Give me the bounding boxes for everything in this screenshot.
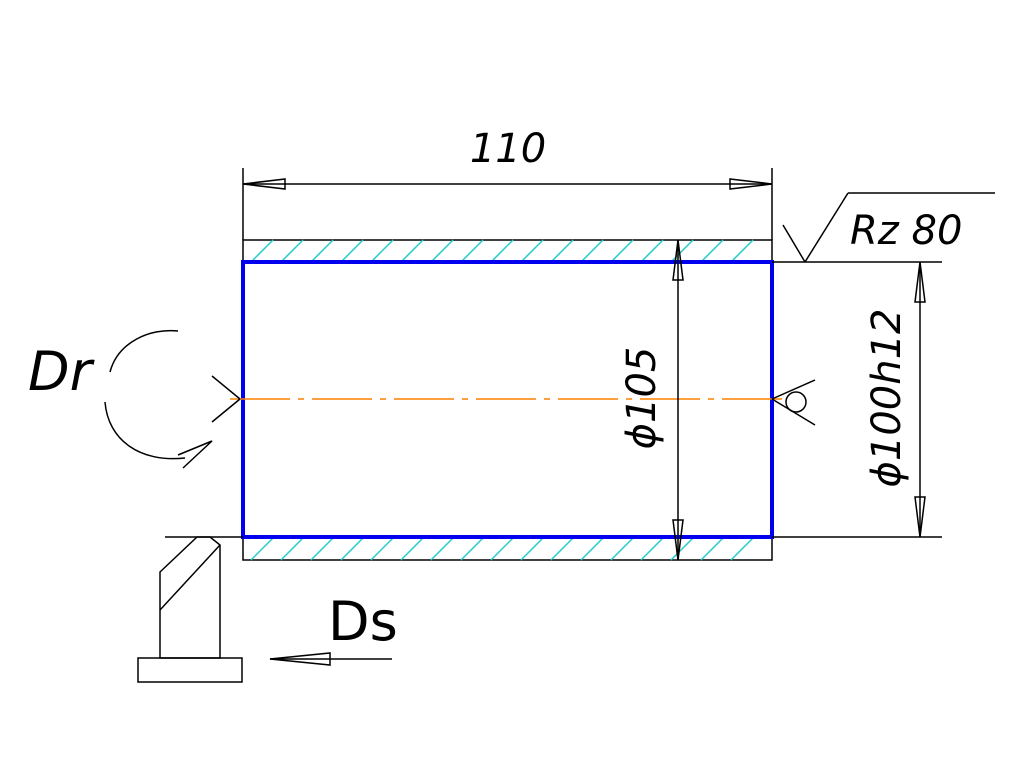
hatch-line xyxy=(520,239,544,263)
hatch-line xyxy=(430,536,455,561)
hatch-line xyxy=(730,536,755,561)
hatch-line xyxy=(280,239,304,263)
hatch-line xyxy=(700,536,725,561)
hatch-line xyxy=(670,536,695,561)
hatch-line xyxy=(640,239,664,263)
hatch-line xyxy=(550,536,575,561)
right-center-mark xyxy=(771,379,816,426)
hatch-line xyxy=(400,536,425,561)
hatch-line xyxy=(340,239,364,263)
hatch-line xyxy=(610,239,634,263)
hatch-line xyxy=(490,239,514,263)
hatch-line xyxy=(460,536,485,561)
hatch-line xyxy=(370,536,395,561)
hatch-line xyxy=(280,536,305,561)
hatch-line xyxy=(580,239,604,263)
hatch-line xyxy=(550,239,574,263)
hatch-line xyxy=(460,239,484,263)
bore-diameter-dimension: ϕ105 xyxy=(619,239,684,561)
feed-label: Ds xyxy=(328,590,398,653)
hatch-line xyxy=(250,536,275,561)
cutting-tool-icon xyxy=(137,536,243,683)
feed-arrow xyxy=(269,652,392,666)
hatch-line xyxy=(640,536,665,561)
outer-diameter-label: ϕ100h12 xyxy=(864,309,910,488)
length-label: 110 xyxy=(470,126,546,172)
outer-diameter-dimension: ϕ100h12 xyxy=(864,261,926,538)
hatch-line xyxy=(370,239,394,263)
roughness-label: Rz 80 xyxy=(850,208,962,254)
allowance-top xyxy=(242,239,773,263)
rotation-label: Dr xyxy=(28,340,95,403)
hatch-line xyxy=(340,536,365,561)
length-dimension: 110 xyxy=(242,126,773,190)
hatch-line xyxy=(700,239,724,263)
hatch-line xyxy=(310,536,335,561)
rotation-arrow xyxy=(104,329,213,469)
hatch-line xyxy=(670,239,694,263)
hatch-line xyxy=(310,239,334,263)
hatch-line xyxy=(490,536,515,561)
roughness-symbol xyxy=(782,192,995,263)
hatch-line xyxy=(430,239,454,263)
extension-lines xyxy=(165,168,942,538)
hatch-line xyxy=(580,536,605,561)
bore-diameter-label: ϕ105 xyxy=(619,347,665,450)
left-locator-mark xyxy=(211,375,241,423)
hatch-line xyxy=(730,239,754,263)
hatch-line xyxy=(250,239,274,263)
allowance-bottom xyxy=(242,536,773,561)
hatch-line xyxy=(400,239,424,263)
hatch-line xyxy=(520,536,545,561)
hatch-line xyxy=(610,536,635,561)
